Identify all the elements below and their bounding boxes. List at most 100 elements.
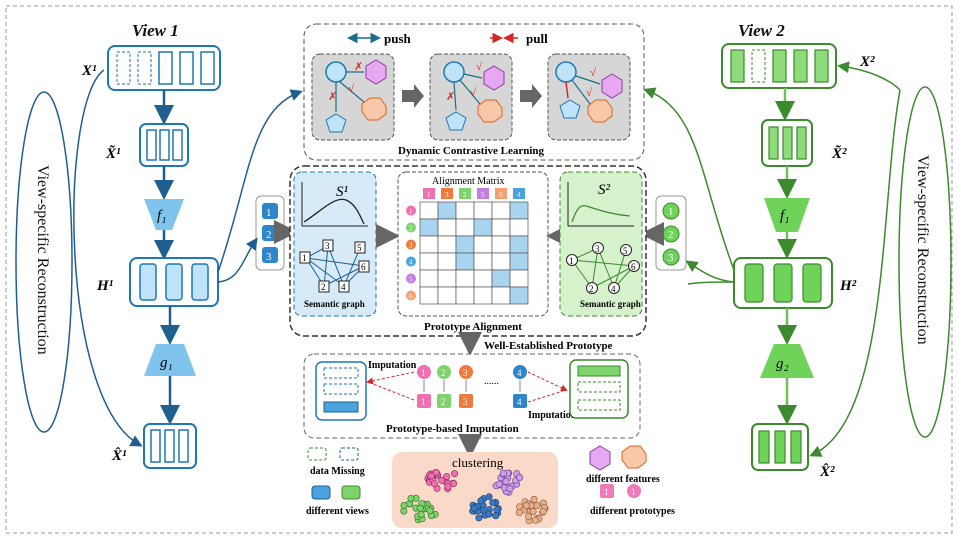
view2-decoder-g <box>760 344 814 378</box>
matrix-col-label: 1 <box>427 191 431 199</box>
matrix-col-header <box>477 188 489 199</box>
s1-node-1: 1 <box>302 253 307 263</box>
matrix-cell <box>509 252 529 271</box>
cluster-point <box>443 473 451 481</box>
s2-node-3: 3 <box>595 244 600 254</box>
svg-text:✗: ✗ <box>446 91 455 103</box>
matrix-cell <box>491 252 511 271</box>
matrix-cell <box>491 286 511 305</box>
matrix-cell <box>419 235 439 254</box>
matrix-cell <box>473 201 493 220</box>
matrix-cell <box>455 286 475 305</box>
cluster-point <box>475 514 483 522</box>
view2-x-label: X² <box>859 54 875 70</box>
contrastive-arrow-2 <box>520 84 542 108</box>
clustering-label: clustering <box>452 455 504 470</box>
s1-node-6: 6 <box>361 262 366 272</box>
s2-node-5: 5 <box>623 246 628 256</box>
cluster-point <box>539 508 547 516</box>
s1-node-4: 4 <box>341 282 346 292</box>
top-proto-4: 4 <box>517 368 522 378</box>
matrix-row-header <box>406 239 416 250</box>
legend-missing: data Missing <box>307 447 365 477</box>
matrix-cell <box>437 252 457 271</box>
matrix-row-header <box>406 290 416 301</box>
cluster-point <box>477 497 485 505</box>
matrix-cell <box>419 201 439 220</box>
bottom-proto-3: 3 <box>463 397 468 407</box>
view1-x-hat-block <box>143 423 197 469</box>
legend-views: different views <box>306 485 369 517</box>
view2-reconstruction-ellipse <box>898 86 952 438</box>
matrix-cell <box>455 201 475 220</box>
bottom-proto-1: 1 <box>421 397 426 407</box>
s1-node-3: 3 <box>325 241 330 251</box>
cluster-point <box>531 516 539 524</box>
matrix-col-header <box>495 188 507 199</box>
cluster-point <box>525 512 533 520</box>
svg-text:√: √ <box>476 61 483 73</box>
view1-h-label: H¹ <box>96 278 113 294</box>
matrix-row-label: 4 <box>409 259 413 267</box>
outer-frame <box>5 5 953 534</box>
view2-title: View 2 <box>738 21 785 40</box>
matrix-cell <box>455 218 475 237</box>
view2-x-tilde-label: X̃² <box>831 144 847 162</box>
matrix-cell <box>473 235 493 254</box>
view1-title: View 1 <box>132 21 179 40</box>
matrix-cell <box>509 235 529 254</box>
matrix-row-header <box>406 222 416 233</box>
view1-x-hat-label: X̂¹ <box>111 446 127 464</box>
cluster-point <box>530 495 538 503</box>
matrix-cell <box>509 286 529 305</box>
view1-g-label: g₁ <box>160 355 173 371</box>
cluster-point <box>499 469 507 477</box>
legend-proto-square: 1 <box>604 487 609 497</box>
matrix-col-label: 5 <box>481 191 485 199</box>
cluster-point <box>470 504 478 512</box>
cluster-point <box>522 502 530 510</box>
s2-panel: S² 1 2 3 4 5 6 Semantic graph <box>559 171 643 317</box>
matrix-row-label: 5 <box>409 276 413 284</box>
cluster-point <box>400 501 408 509</box>
svg-text:✗: ✗ <box>354 61 363 73</box>
view1-prototype-1: 1 <box>266 207 272 219</box>
pull-label: pull <box>526 31 548 46</box>
matrix-cell <box>509 201 529 220</box>
cluster-point <box>426 507 434 515</box>
matrix-row-header <box>406 205 416 216</box>
contrastive-step-1: ✗ ✗ √ <box>311 53 395 141</box>
matrix-col-header <box>459 188 471 199</box>
cluster-point <box>493 506 501 514</box>
cluster-point <box>430 480 438 488</box>
svg-text:√: √ <box>586 87 593 99</box>
view2-h-label: H² <box>839 278 857 294</box>
matrix-col-header <box>441 188 453 199</box>
matrix-col-label: 2 <box>463 191 467 199</box>
matrix-row-header <box>406 256 416 267</box>
view2-g-label: g₂ <box>776 356 789 372</box>
matrix-cell <box>437 269 457 288</box>
well-established-label: Well-Established Prototype <box>484 340 613 352</box>
view1-decoder-g <box>144 344 196 376</box>
contrastive-step-3: √ √ <box>547 53 631 141</box>
contrastive-title: Dynamic Contrastive Learning <box>398 145 545 157</box>
legend-proto-circle: 1 <box>631 487 636 497</box>
matrix-title: Alignment Matrix <box>432 176 505 187</box>
matrix-col-header <box>423 188 435 199</box>
cluster-point <box>533 502 541 510</box>
view1-prototypes: 1 2 3 <box>255 195 285 271</box>
view1-x-tilde-label: X̃¹ <box>105 144 121 162</box>
bottom-proto-4: 4 <box>517 397 522 407</box>
matrix-cell <box>491 218 511 237</box>
svg-text:√: √ <box>590 67 597 79</box>
cluster-point <box>416 504 424 512</box>
imputation-prototype-row-bottom: 1 2 3 4 <box>417 394 527 408</box>
s1-label: S¹ <box>336 184 349 200</box>
legend-prototypes: 1 1 different prototypes <box>590 484 675 517</box>
s2-graph-label: Semantic graph <box>580 299 641 309</box>
matrix-cell <box>419 286 439 305</box>
view1-prototype-3: 3 <box>266 251 272 263</box>
